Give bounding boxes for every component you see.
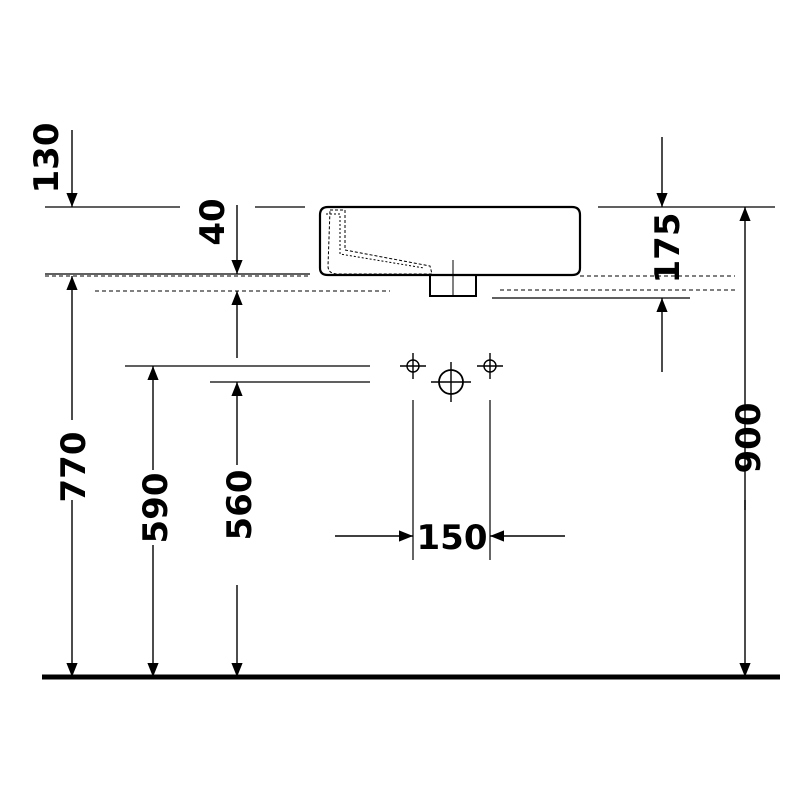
dim-130-label: 130 (27, 123, 67, 194)
dim-150-label: 150 (417, 518, 488, 558)
dim-175-label: 175 (648, 213, 688, 284)
dim-560-label: 560 (220, 470, 260, 541)
dimension-arrows (66, 130, 751, 677)
dim-770-label: 770 (54, 432, 94, 503)
connection-symbols (400, 353, 503, 402)
dim-590-label: 590 (136, 473, 176, 544)
dim-900-label: 900 (729, 403, 769, 474)
hidden-lines (45, 275, 735, 292)
dim-40-label: 40 (193, 198, 233, 245)
basin-outline (318, 205, 582, 297)
